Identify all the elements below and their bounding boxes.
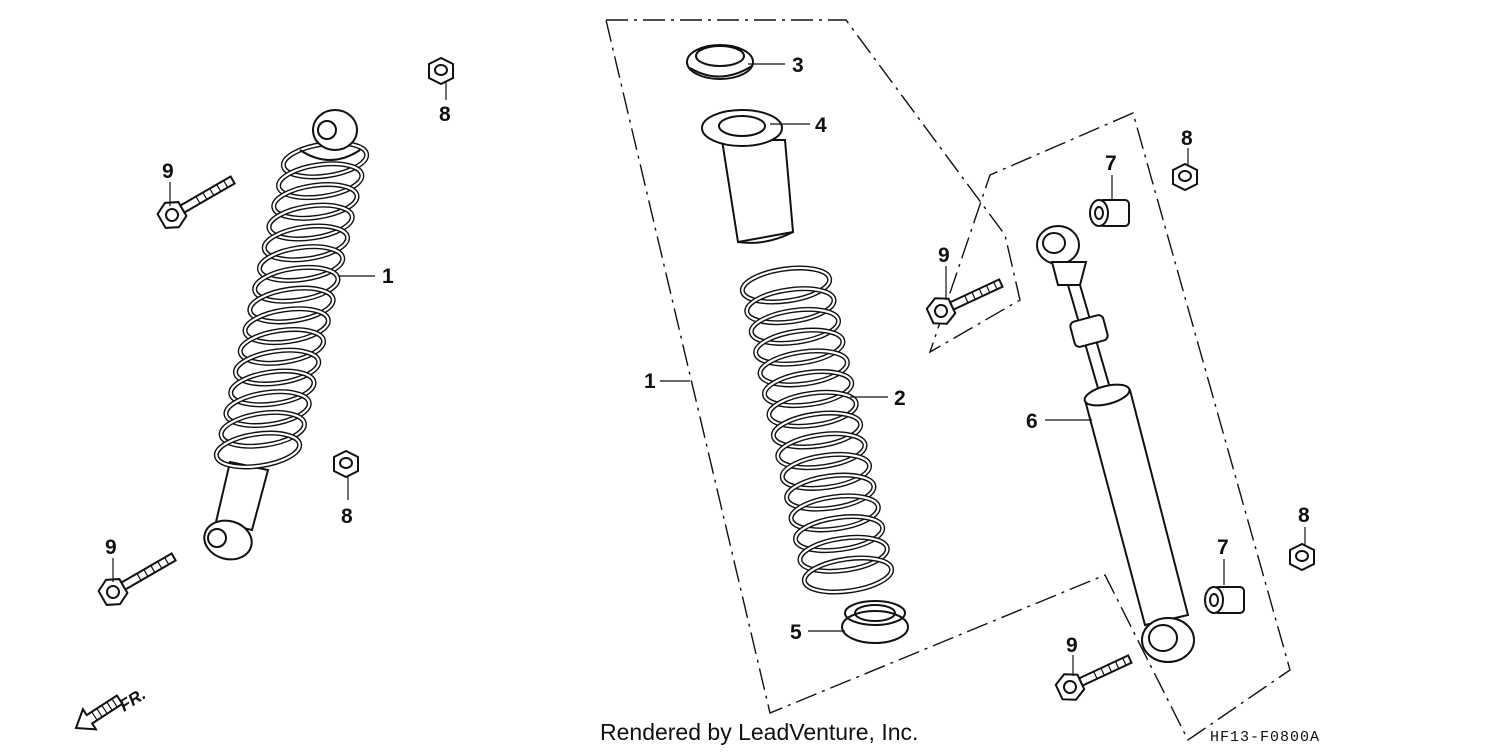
spring-coil [272,183,359,220]
left-shock-upper-eye-hole [317,120,337,140]
damper[interactable] [1036,225,1195,663]
callout-bushing-bottom[interactable]: 7 [1217,536,1229,559]
spring-coil [754,329,845,366]
bolt-icon[interactable] [155,168,240,233]
front-arrow-icon [74,694,124,731]
spring-coil [220,411,306,448]
spring-coil [253,266,340,303]
callout-left-nut-bottom[interactable]: 8 [341,505,353,528]
bolt-icon[interactable] [96,545,181,610]
spring-coil [239,328,325,365]
spring-coil [234,349,320,386]
callout-right-nut-bottom[interactable]: 8 [1298,504,1310,527]
callout-left-bolt-top[interactable]: 9 [162,160,174,183]
spring-coil [745,287,836,324]
exploded-view-boundary [605,19,1291,742]
spring-coil [277,162,363,199]
spring[interactable] [739,263,895,597]
callout-assembly[interactable]: 1 [644,370,656,393]
collar[interactable] [701,109,795,244]
spring-seat[interactable] [841,600,909,644]
spring-coil [798,536,889,573]
front-marker-label: FR. [116,685,149,716]
callout-bushing-top[interactable]: 7 [1105,152,1117,175]
spring-coil [229,369,316,406]
callout-mid-bolt[interactable]: 9 [938,244,950,267]
spring-coil [243,307,330,344]
stopper-ring[interactable] [686,44,754,80]
spring-coil [767,391,858,428]
diagram-code: HF13-F0800A [1210,729,1320,746]
nut-icon[interactable] [333,449,359,479]
spring-coil [772,411,862,449]
spring-coil [263,224,349,261]
spring-coil [750,308,840,345]
callout-left-shock[interactable]: 1 [382,265,394,288]
nut-icon[interactable] [1172,162,1198,192]
left-shock-spring [213,140,370,470]
left-shock-lower-eye [203,519,253,561]
callout-left-bolt-bottom[interactable]: 9 [105,536,117,559]
bushing-icon[interactable] [1089,199,1130,227]
spring-coil [776,432,867,469]
spring-coil [248,287,335,323]
spring-coil [803,556,893,594]
spring-coil [781,453,871,490]
callout-bottom-bolt[interactable]: 9 [1066,634,1078,657]
callout-damper[interactable]: 6 [1026,410,1038,433]
credit-text: Rendered by LeadVenture, Inc. [600,719,918,745]
leader-lines [112,63,1306,676]
bolt-icon[interactable] [924,270,1007,328]
callout-left-nut-top[interactable]: 8 [439,103,451,126]
spring-coil [258,245,344,282]
spring-coil [794,515,884,552]
spring-coil [741,266,831,304]
spring-coil [763,370,853,407]
callout-seat[interactable]: 5 [790,621,802,644]
callout-stopper[interactable]: 3 [792,54,804,77]
nut-icon[interactable] [428,56,454,86]
spring-coil [789,494,880,531]
left-shock-top-cap [299,149,361,161]
callout-right-nut-top[interactable]: 8 [1181,127,1193,150]
callout-collar[interactable]: 4 [815,114,827,137]
nut-icon[interactable] [1289,542,1315,572]
spring-coil [758,349,849,386]
spring-coil [267,204,354,241]
spring-coil [215,432,301,468]
callout-spring[interactable]: 2 [894,387,906,410]
left-shock-assembly[interactable] [200,109,370,565]
spring-coil [224,390,311,427]
left-shock-lower-eye-hole [207,528,227,548]
bushing-icon[interactable] [1204,586,1245,614]
bolt-icon[interactable] [1053,646,1136,704]
spring-coil [785,474,876,511]
